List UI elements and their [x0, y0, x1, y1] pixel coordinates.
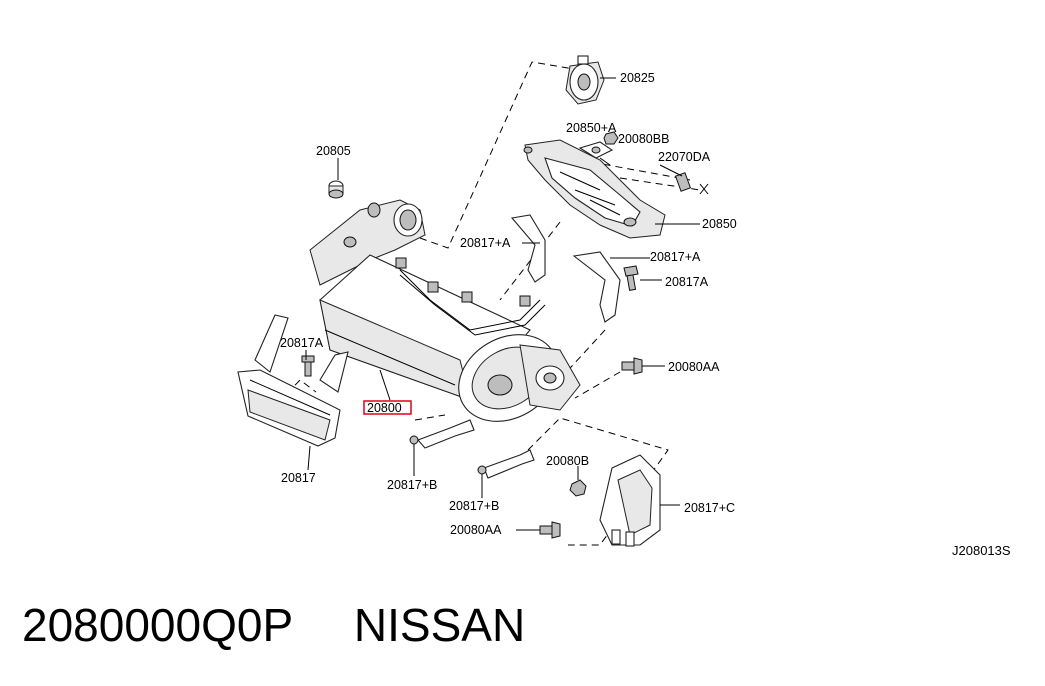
part-20080B-nut[interactable] [569, 468, 587, 497]
part-20817B-hanger-2[interactable] [477, 449, 535, 498]
label-20817A-1: 20817A [665, 275, 709, 289]
part-20850-heat-shield[interactable] [523, 139, 700, 239]
part-20817-lower-shield[interactable] [237, 314, 349, 471]
label-20817A-plus-2: 20817+A [650, 250, 701, 264]
part-20850A-gasket[interactable] [578, 141, 614, 159]
part-20080BB-nut[interactable] [603, 131, 619, 145]
part-20800-converter[interactable] [309, 199, 581, 439]
label-20817: 20817 [281, 471, 316, 485]
part-20825-sensor[interactable] [565, 55, 616, 105]
label-20817A-2: 20817A [280, 336, 324, 350]
exhaust-system-diagram: 20825 20850+A 20080BB 22070DA 20805 2085… [237, 55, 737, 547]
label-20800: 20800 [367, 401, 402, 415]
part-20817A-bolt-upper[interactable] [623, 265, 662, 291]
part-20080AA-bolt-right[interactable] [621, 357, 665, 375]
label-20080AA-2: 20080AA [450, 523, 502, 537]
part-22070DA-stud[interactable] [674, 172, 709, 195]
part-20080AA-bolt-lower[interactable] [516, 521, 561, 539]
part-20805-cap[interactable] [328, 180, 344, 199]
label-20805: 20805 [316, 144, 351, 158]
part-20817A-bolt-left[interactable] [301, 355, 315, 377]
label-20080BB: 20080BB [618, 132, 669, 146]
footer-bar: 2080000Q0P NISSAN [22, 598, 1022, 668]
highlight-box-20800 [363, 400, 412, 415]
label-20817B-1: 20817+B [387, 478, 437, 492]
label-22070DA: 22070DA [658, 150, 711, 164]
part-20817A-plus-bracket-1[interactable] [510, 214, 546, 283]
label-20850: 20850 [702, 217, 737, 231]
part-number: 2080000Q0P [22, 599, 294, 651]
label-20080AA-1: 20080AA [668, 360, 720, 374]
label-20817C: 20817+C [684, 501, 735, 515]
part-20817A-plus-bracket-2[interactable] [572, 251, 621, 323]
label-20817B-2: 20817+B [449, 499, 499, 513]
callout-leaders [305, 157, 683, 470]
label-20850A: 20850+A [566, 121, 617, 135]
brand-name: NISSAN [353, 599, 526, 651]
part-20817B-hanger-1[interactable] [409, 419, 475, 476]
label-20817A-plus-1: 20817+A [460, 236, 511, 250]
diagram-code: J208013S [952, 543, 1011, 558]
part-20817C-bracket[interactable] [599, 454, 680, 547]
label-20825: 20825 [620, 71, 655, 85]
label-20080B: 20080B [546, 454, 589, 468]
